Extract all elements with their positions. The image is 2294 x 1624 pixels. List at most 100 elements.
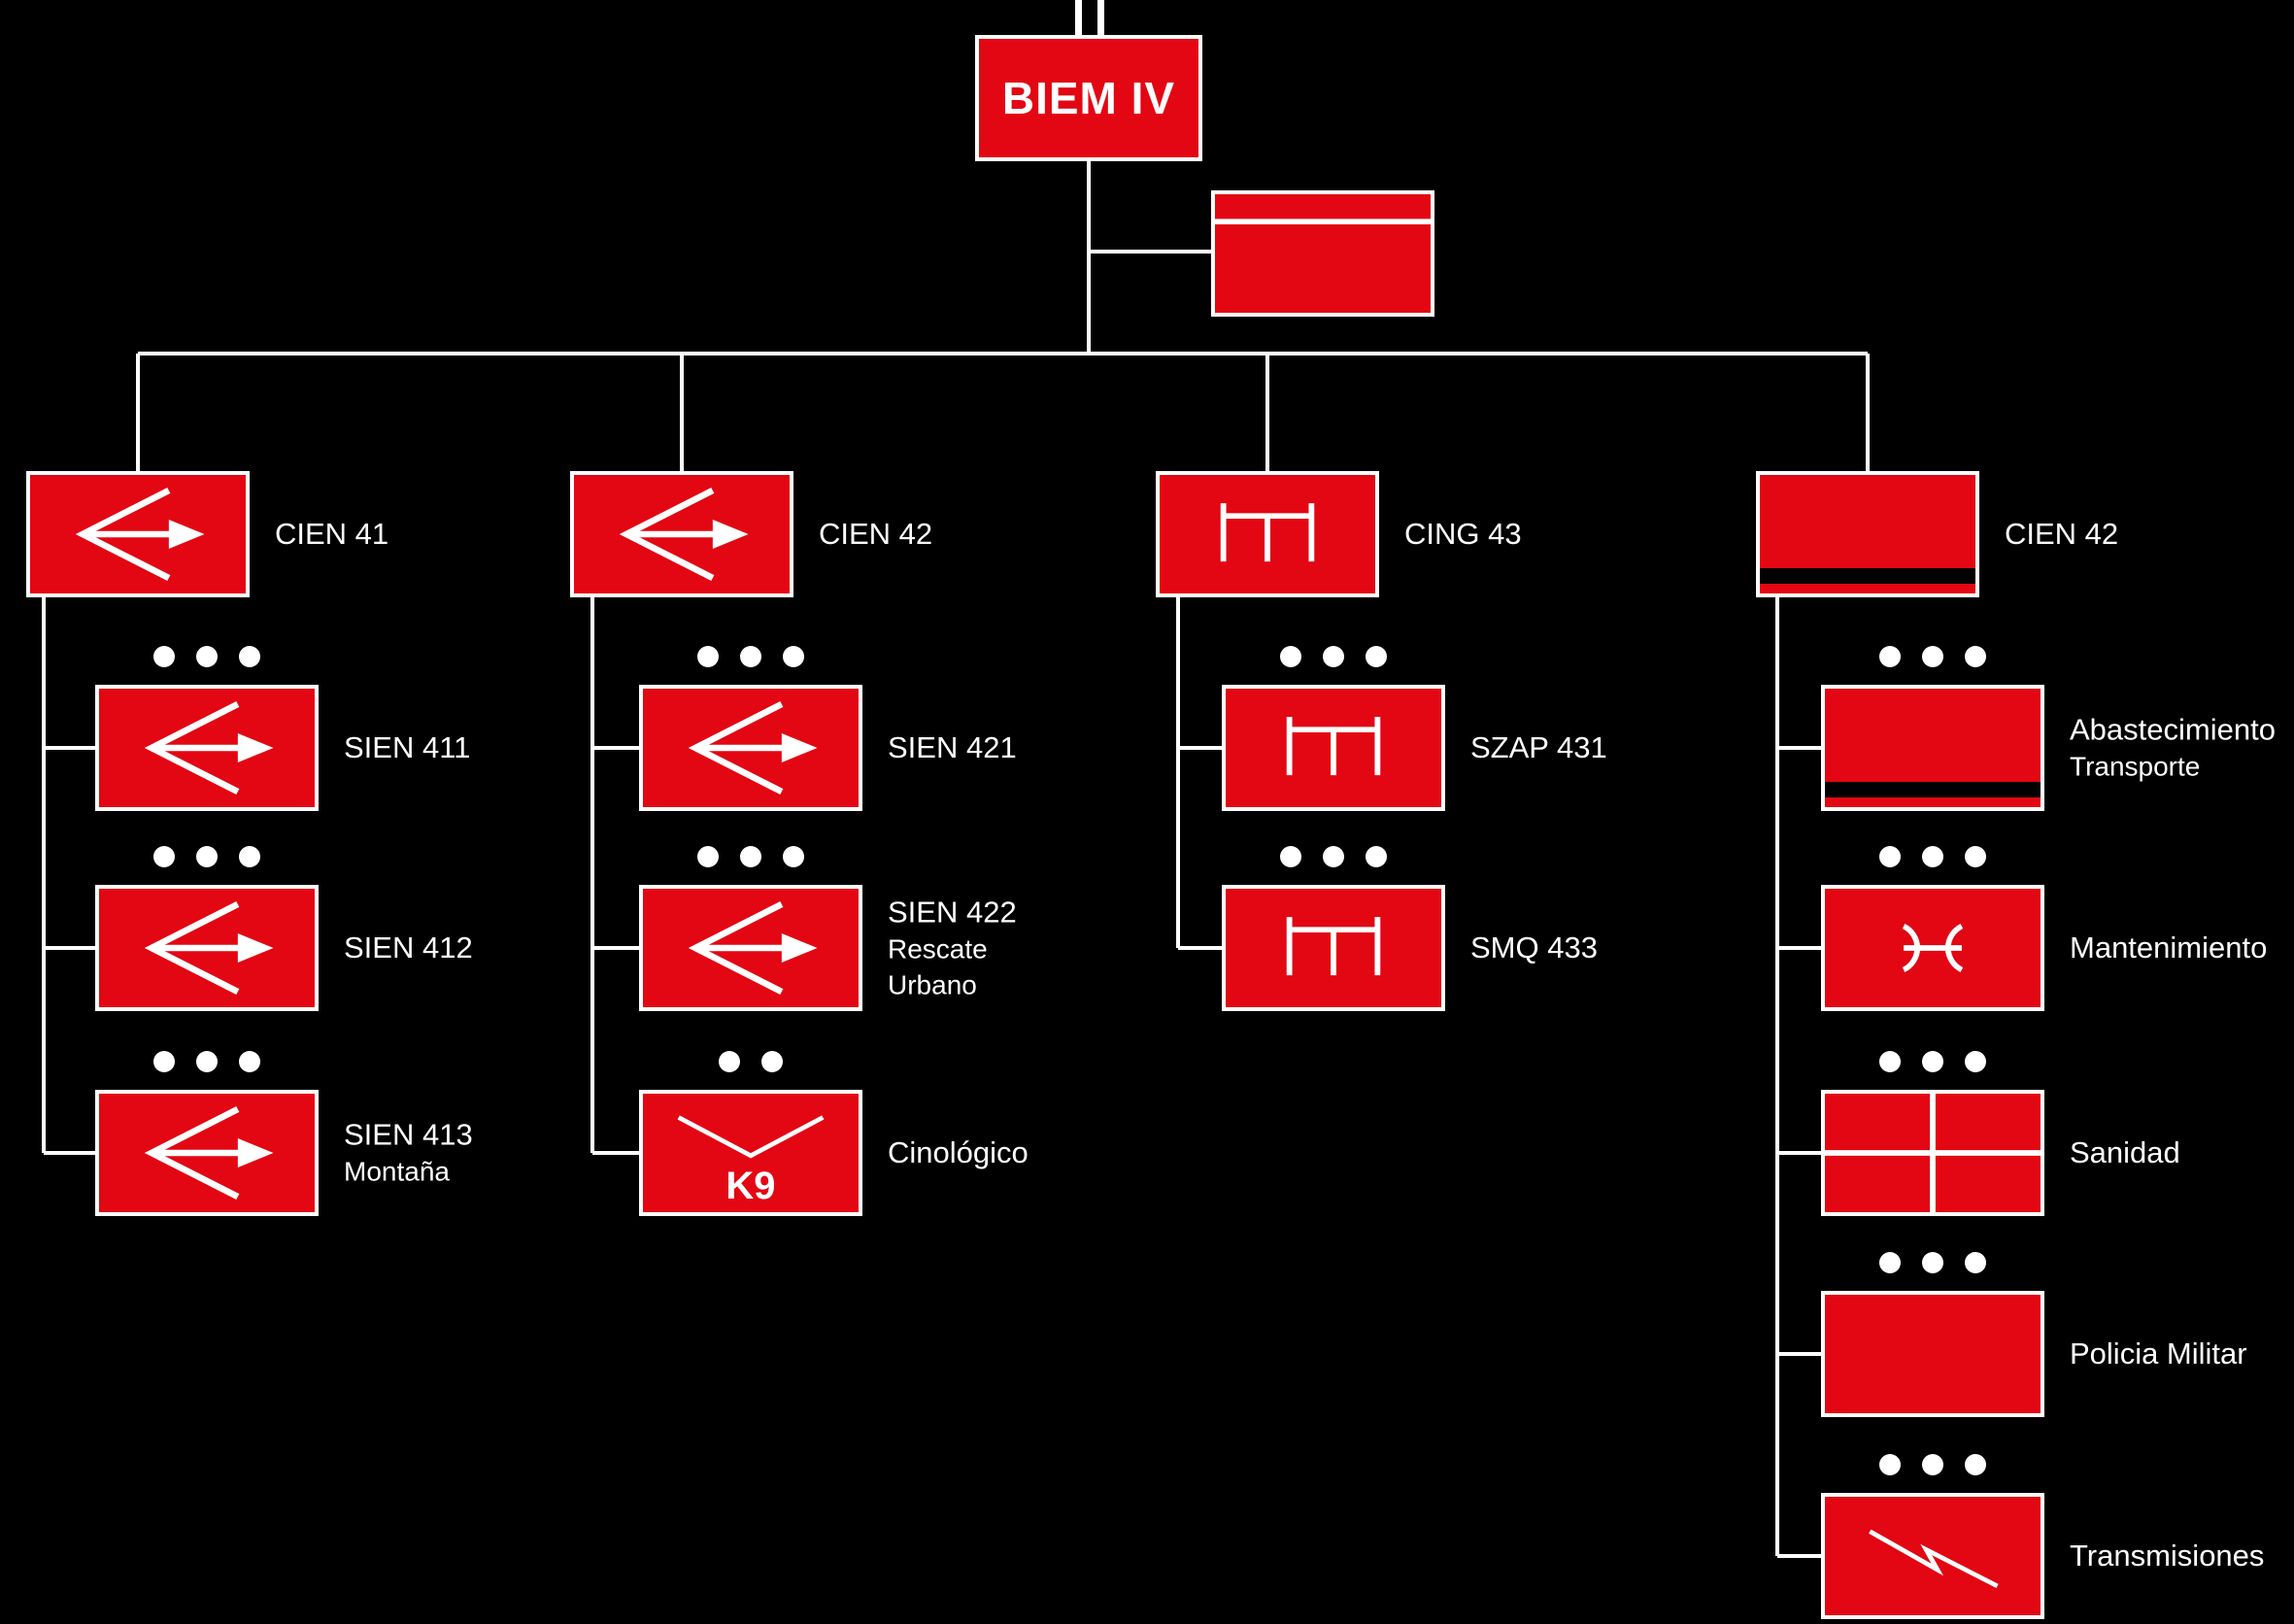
hq-unit-box — [1211, 190, 1434, 317]
medical-cross-icon — [1825, 1094, 2041, 1212]
engineer-arrow-icon — [30, 475, 246, 593]
connector-line — [592, 946, 639, 950]
echelon-dot — [1879, 1454, 1901, 1475]
unit-box — [95, 1090, 319, 1216]
echelon-dot — [1366, 846, 1387, 867]
bridge-icon — [1226, 689, 1441, 807]
connector-line — [1775, 597, 1779, 1556]
unit-label-text: Sanidad — [2070, 1134, 2180, 1169]
connector-line — [138, 352, 1868, 355]
unit-label: Policia Militar — [2070, 1335, 2247, 1373]
unit-label-text: CING 43 — [1404, 516, 1522, 551]
unit-box — [1222, 885, 1445, 1011]
connector-line — [1777, 1151, 1821, 1155]
connector-line — [592, 1151, 639, 1155]
header-unit-label: CING 43 — [1404, 515, 1522, 554]
unit-label-text: SMQ 433 — [1470, 930, 1598, 964]
unit-label: Cinológico — [888, 1133, 1029, 1172]
unit-sublabel-text: Rescate — [888, 933, 988, 964]
connector-line — [680, 354, 684, 471]
unit-label: Transmisiones — [2070, 1537, 2264, 1575]
echelon-dot — [153, 1051, 175, 1072]
connector-line — [1089, 250, 1211, 254]
connector-line — [1777, 1352, 1821, 1356]
unit-label-text: SZAP 431 — [1470, 729, 1607, 764]
connector-line — [1176, 597, 1180, 948]
echelon-dots — [1821, 846, 2044, 867]
echelon-dot — [1922, 1454, 1943, 1475]
echelon-dots — [1821, 1051, 2044, 1072]
echelon-dot — [1965, 1252, 1986, 1273]
connector-line — [44, 1151, 95, 1155]
unit-box — [95, 885, 319, 1011]
unit-label-text: Cinológico — [888, 1134, 1029, 1169]
logistics-stripe — [1760, 568, 1975, 584]
unit-box — [1821, 685, 2044, 811]
connector-line — [1265, 354, 1269, 471]
echelon-dot — [1879, 646, 1901, 667]
unit-label-text: Policia Militar — [2070, 1336, 2247, 1370]
bridge-icon — [1226, 889, 1441, 1007]
unit-box: K9 — [639, 1090, 862, 1216]
echelon-dots — [639, 1051, 862, 1072]
unit-box — [1821, 1090, 2044, 1216]
echelon-dot — [740, 846, 761, 867]
echelon-dot — [1965, 646, 1986, 667]
unit-sublabel-text: Montaña — [344, 1156, 450, 1187]
echelon-dots — [1222, 846, 1445, 867]
echelon-dot — [697, 646, 719, 667]
connector-line — [592, 746, 639, 750]
header-unit-box — [1756, 471, 1979, 597]
engineer-arrow-icon — [99, 1094, 315, 1212]
echelon-dot — [1965, 846, 1986, 867]
echelon-dot — [1922, 1252, 1943, 1273]
echelon-dots — [1821, 646, 2044, 667]
unit-box — [95, 685, 319, 811]
echelon-dot — [1965, 1454, 1986, 1475]
connector-line — [590, 597, 594, 1153]
echelon-dot — [153, 846, 175, 867]
unit-label-text: SIEN 412 — [344, 930, 473, 964]
echelon-dot — [1879, 1051, 1901, 1072]
logistics-stripe-icon — [1760, 475, 1975, 593]
unit-label-text: CIEN 42 — [2005, 516, 2119, 551]
engineer-arrow-icon — [643, 689, 859, 807]
unit-label-text: SIEN 422 — [888, 895, 1017, 930]
unit-label: SMQ 433 — [1470, 929, 1598, 967]
connector-line — [42, 597, 46, 1153]
echelon-dot — [1965, 1051, 1986, 1072]
signal-flash-icon — [1825, 1497, 2041, 1615]
unit-box-text: K9 — [725, 1165, 776, 1207]
battalion-echelon-mark — [1097, 0, 1104, 35]
unit-label: SIEN 411 — [344, 728, 470, 767]
unit-sublabel-text: Urbano — [888, 969, 977, 1000]
hq-band-icon — [1215, 194, 1431, 313]
echelon-dots — [639, 846, 862, 867]
echelon-dot — [783, 846, 804, 867]
unit-label: SIEN 412 — [344, 929, 473, 967]
echelon-dot — [153, 646, 175, 667]
echelon-dot — [1323, 846, 1344, 867]
echelon-dot — [1922, 646, 1943, 667]
header-unit-label: CIEN 42 — [2005, 515, 2118, 554]
header-unit-label: CIEN 41 — [275, 515, 388, 554]
logistics-stripe-icon — [1825, 689, 2041, 807]
echelon-dot — [196, 846, 218, 867]
unit-label-text: CIEN 41 — [275, 516, 389, 551]
connector-line — [1777, 746, 1821, 750]
echelon-dot — [1323, 646, 1344, 667]
unit-label-text: Mantenimiento — [2070, 930, 2268, 964]
echelon-dots — [639, 646, 862, 667]
engineer-arrow-icon — [99, 889, 315, 1007]
unit-box — [639, 685, 862, 811]
unit-label-text: SIEN 411 — [344, 729, 471, 764]
echelon-dot — [740, 646, 761, 667]
echelon-dot — [1879, 846, 1901, 867]
connector-line — [1178, 946, 1222, 950]
header-unit-box — [26, 471, 250, 597]
echelon-dot — [239, 646, 260, 667]
